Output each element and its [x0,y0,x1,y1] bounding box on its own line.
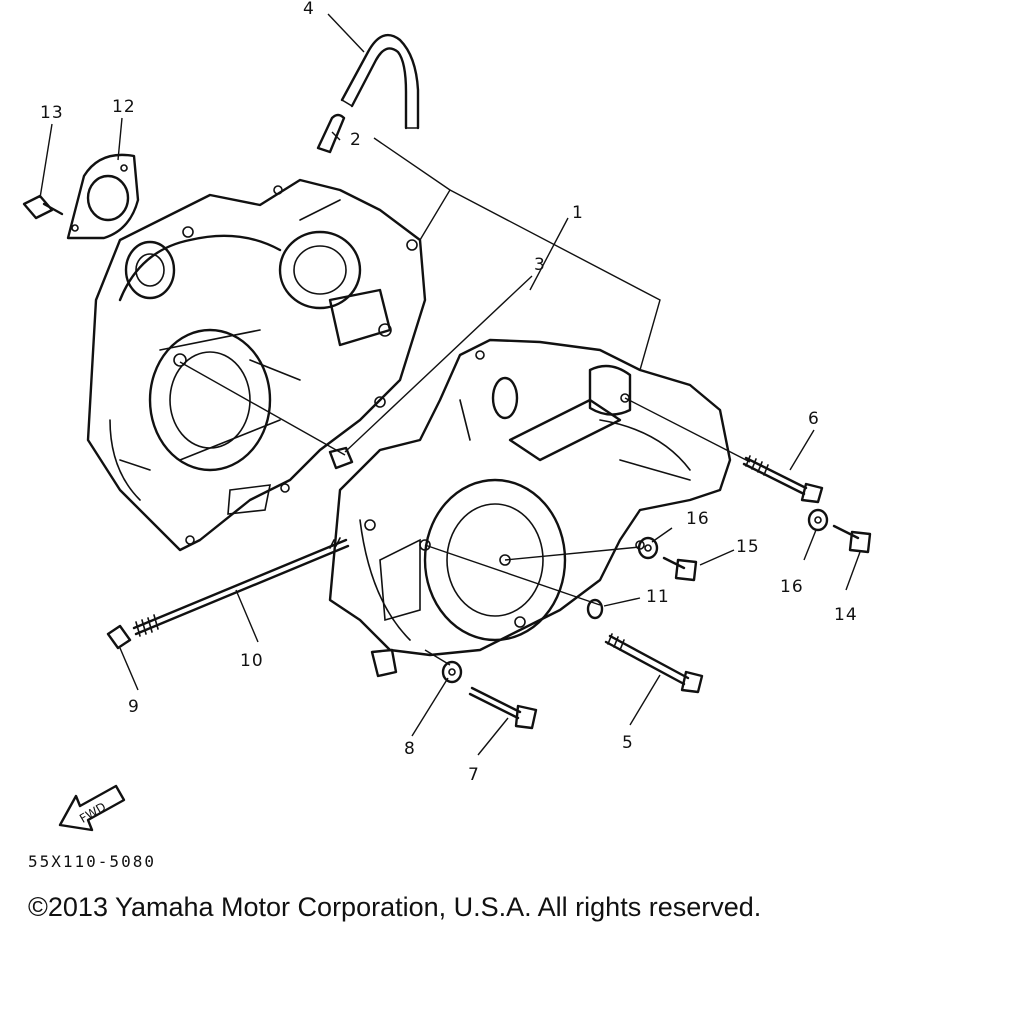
bolt-part-6 [742,455,824,504]
callout-14: 14 [834,605,858,625]
callout-12: 12 [112,97,136,117]
bolt-part-15 [662,556,698,582]
washer-part-8 [441,660,463,684]
callout-1: 1 [572,203,584,223]
callout-9: 9 [128,697,140,717]
callout-11: 11 [646,587,670,607]
bolt-part-13 [22,194,64,220]
forward-direction-arrow-icon: FWD [58,784,126,832]
callout-4: 4 [303,0,315,19]
gasket-plate-part-12 [66,153,140,240]
callout-2: 2 [350,130,362,150]
breather-hose-part-4 [340,33,420,130]
dowel-pin-part-3 [328,446,354,470]
fwd-label: FWD [77,800,108,826]
bolt-part-14 [832,524,872,554]
right-crankcase-half [328,338,732,678]
nut-part-9 [106,624,132,650]
callout-leader-lines [39,13,861,756]
copyright-notice: ©2013 Yamaha Motor Corporation, U.S.A. A… [28,892,762,922]
callout-3: 3 [534,255,546,275]
washer-part-16-a [637,536,659,560]
left-crankcase-half [86,178,427,552]
bolt-part-5 [604,633,704,694]
callout-8: 8 [404,739,416,759]
callout-15: 15 [736,537,760,557]
washer-part-16-b [807,508,829,532]
callout-13: 13 [40,103,64,123]
o-ring-part-11 [586,598,604,620]
breather-pipe-part-2 [316,113,346,154]
callout-10: 10 [240,651,264,671]
bolt-part-7 [468,686,538,730]
callout-5: 5 [622,733,634,753]
callout-7: 7 [468,765,480,785]
drawing-code: 55X110-5080 [28,852,156,871]
alignment-lines [179,361,751,666]
callout-6: 6 [808,409,820,429]
stud-bolt-part-10 [132,537,350,637]
callout-labels: 4 2 1 3 12 13 6 16 15 16 14 11 5 8 7 9 1… [40,0,858,785]
callout-16-b: 16 [780,577,804,597]
callout-16-a: 16 [686,509,710,529]
